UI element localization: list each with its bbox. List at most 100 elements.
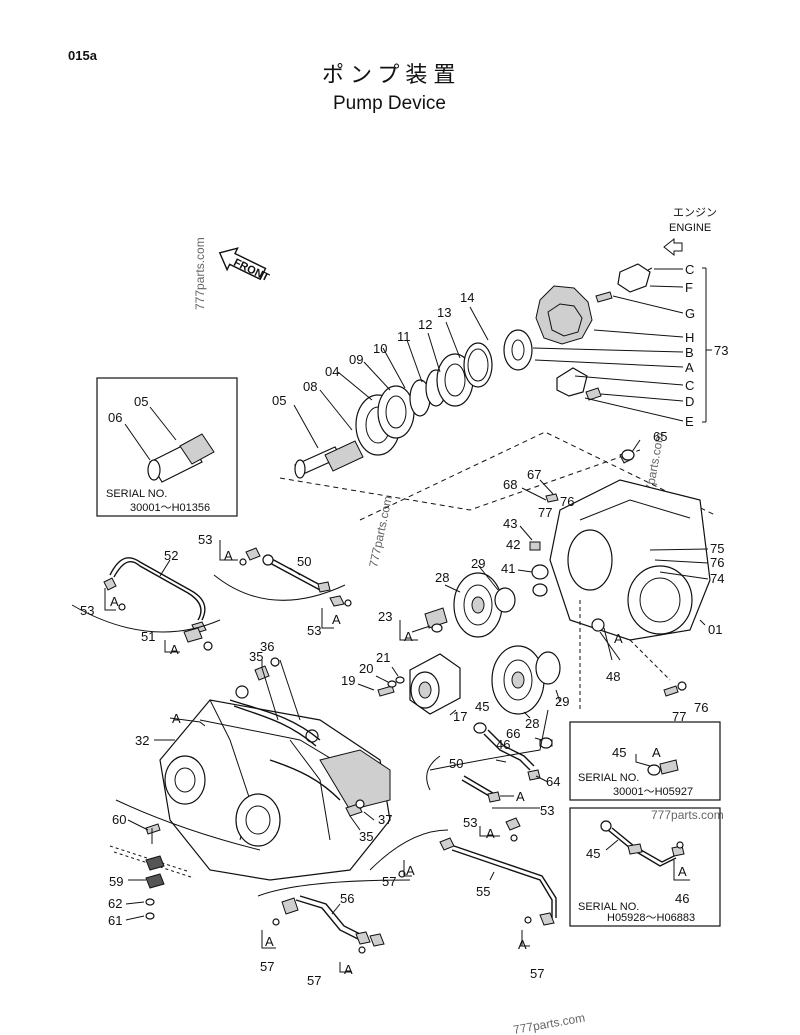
part-46-main: 46 [496,737,510,752]
bolt-76-77-bottom [663,681,687,697]
part-19: 19 [341,673,355,688]
part-50-top: 50 [297,554,311,569]
hose-45-46 [473,722,553,783]
part-11: 11 [397,329,411,344]
fitting-51 [164,627,213,653]
hose-50-top [219,540,352,629]
part-41: 41 [501,561,515,576]
coupling-letter-e: E [685,414,694,429]
title-japanese: ポンプ装置 [322,63,461,88]
letter-a-53-top: A [224,548,233,563]
part-32: 32 [135,733,149,748]
part-09: 09 [349,352,363,367]
part-13: 13 [437,305,451,320]
inset-serial-range-2: 30001～H05927 [613,786,693,798]
part-35-lower: 35 [359,829,373,844]
part-42: 42 [506,537,520,552]
bolt-group-19 [357,666,405,691]
inset-46-hose [600,820,690,881]
coupling-assembly-number: 73 [714,343,728,358]
inset-serial-label-3: SERIAL NO. [578,901,639,913]
part-53-upper-right: 53 [307,623,321,638]
letter-a-57-mid: A [406,863,415,878]
part-23: 23 [378,609,392,624]
part-62: 62 [108,896,122,911]
inset-part-45-a: 45 [612,745,626,760]
watermark-left: 777parts.com [193,237,207,310]
part-28-lower: 28 [525,716,539,731]
part-45-main: 45 [475,699,489,714]
part-17: 17 [453,709,467,724]
letter-a-inset-46: A [678,864,687,879]
coupling-letter-h: H [685,330,694,345]
inset-serial-label-1: SERIAL NO. [106,488,167,500]
part-20: 20 [359,661,373,676]
part-66: 66 [506,726,520,741]
part-67: 67 [527,467,541,482]
part-52: 52 [164,548,178,563]
coupling-letter-c2: C [685,378,694,393]
part-77-top: 77 [538,505,552,520]
inset-serial-label-2: SERIAL NO. [578,772,639,784]
part-60: 60 [112,812,126,827]
part-77-bottom: 77 [672,709,686,724]
pin-48 [591,618,621,661]
letter-a-23: A [404,629,413,644]
part-53-lower: 53 [463,815,477,830]
inset-part-46: 46 [675,891,689,906]
hose-55 [398,837,557,947]
title-english: Pump Device [333,93,446,114]
bracket-67 [545,493,559,503]
inset-part-45-b: 45 [586,846,600,861]
coupling-assembly [503,263,712,423]
part-53-top: 53 [198,532,212,547]
engine-arrow-icon [663,237,683,257]
watermark-inset: 777parts.com [651,808,724,822]
inset-46-box [569,807,721,927]
part-12: 12 [418,317,432,332]
page-code: 015a [68,48,98,63]
part-29-upper: 29 [471,556,485,571]
letter-a-51: A [170,642,179,657]
part-59: 59 [109,874,123,889]
coupling-letter-g: G [685,306,695,321]
inset-shaft [124,406,215,483]
part-14: 14 [460,290,474,305]
part-36: 36 [260,639,274,654]
part-29-lower: 29 [555,694,569,709]
shaft-bearing-stack [279,306,716,521]
letter-a-52: A [110,594,119,609]
part-43: 43 [503,516,517,531]
letter-a-50-lower: A [516,789,525,804]
part-48: 48 [606,669,620,684]
watermark-center: 777parts.com [366,495,395,569]
elbow-fittings [517,525,549,597]
part-56: 56 [340,891,354,906]
part-53-left: 53 [80,603,94,618]
fastener-group-60 [109,799,261,921]
part-57-mid: 57 [382,874,396,889]
engine-label-jp: エンジン [673,207,717,219]
coupling-letter-d: D [685,394,694,409]
part-65: 65 [653,429,667,444]
engine-label-en: ENGINE [669,222,711,234]
letter-a-inset-45: A [652,745,661,760]
part-76-top: 76 [560,494,574,509]
part-01: 01 [708,622,722,637]
gear-pump-17 [377,607,461,716]
letter-a-53-lower: A [486,826,495,841]
inset-part-06: 06 [108,410,122,425]
part-61: 61 [108,913,122,928]
inset-45-part [635,754,679,776]
part-28-upper: 28 [435,570,449,585]
part-68: 68 [503,477,517,492]
pump-housing [549,439,711,641]
part-04: 04 [325,364,339,379]
part-76-right: 76 [710,555,724,570]
letter-a-50: A [332,612,341,627]
gear-upper [444,564,516,638]
part-21: 21 [376,650,390,665]
coupling-letter-b: B [685,345,694,360]
letter-a-57-right: A [518,937,527,952]
